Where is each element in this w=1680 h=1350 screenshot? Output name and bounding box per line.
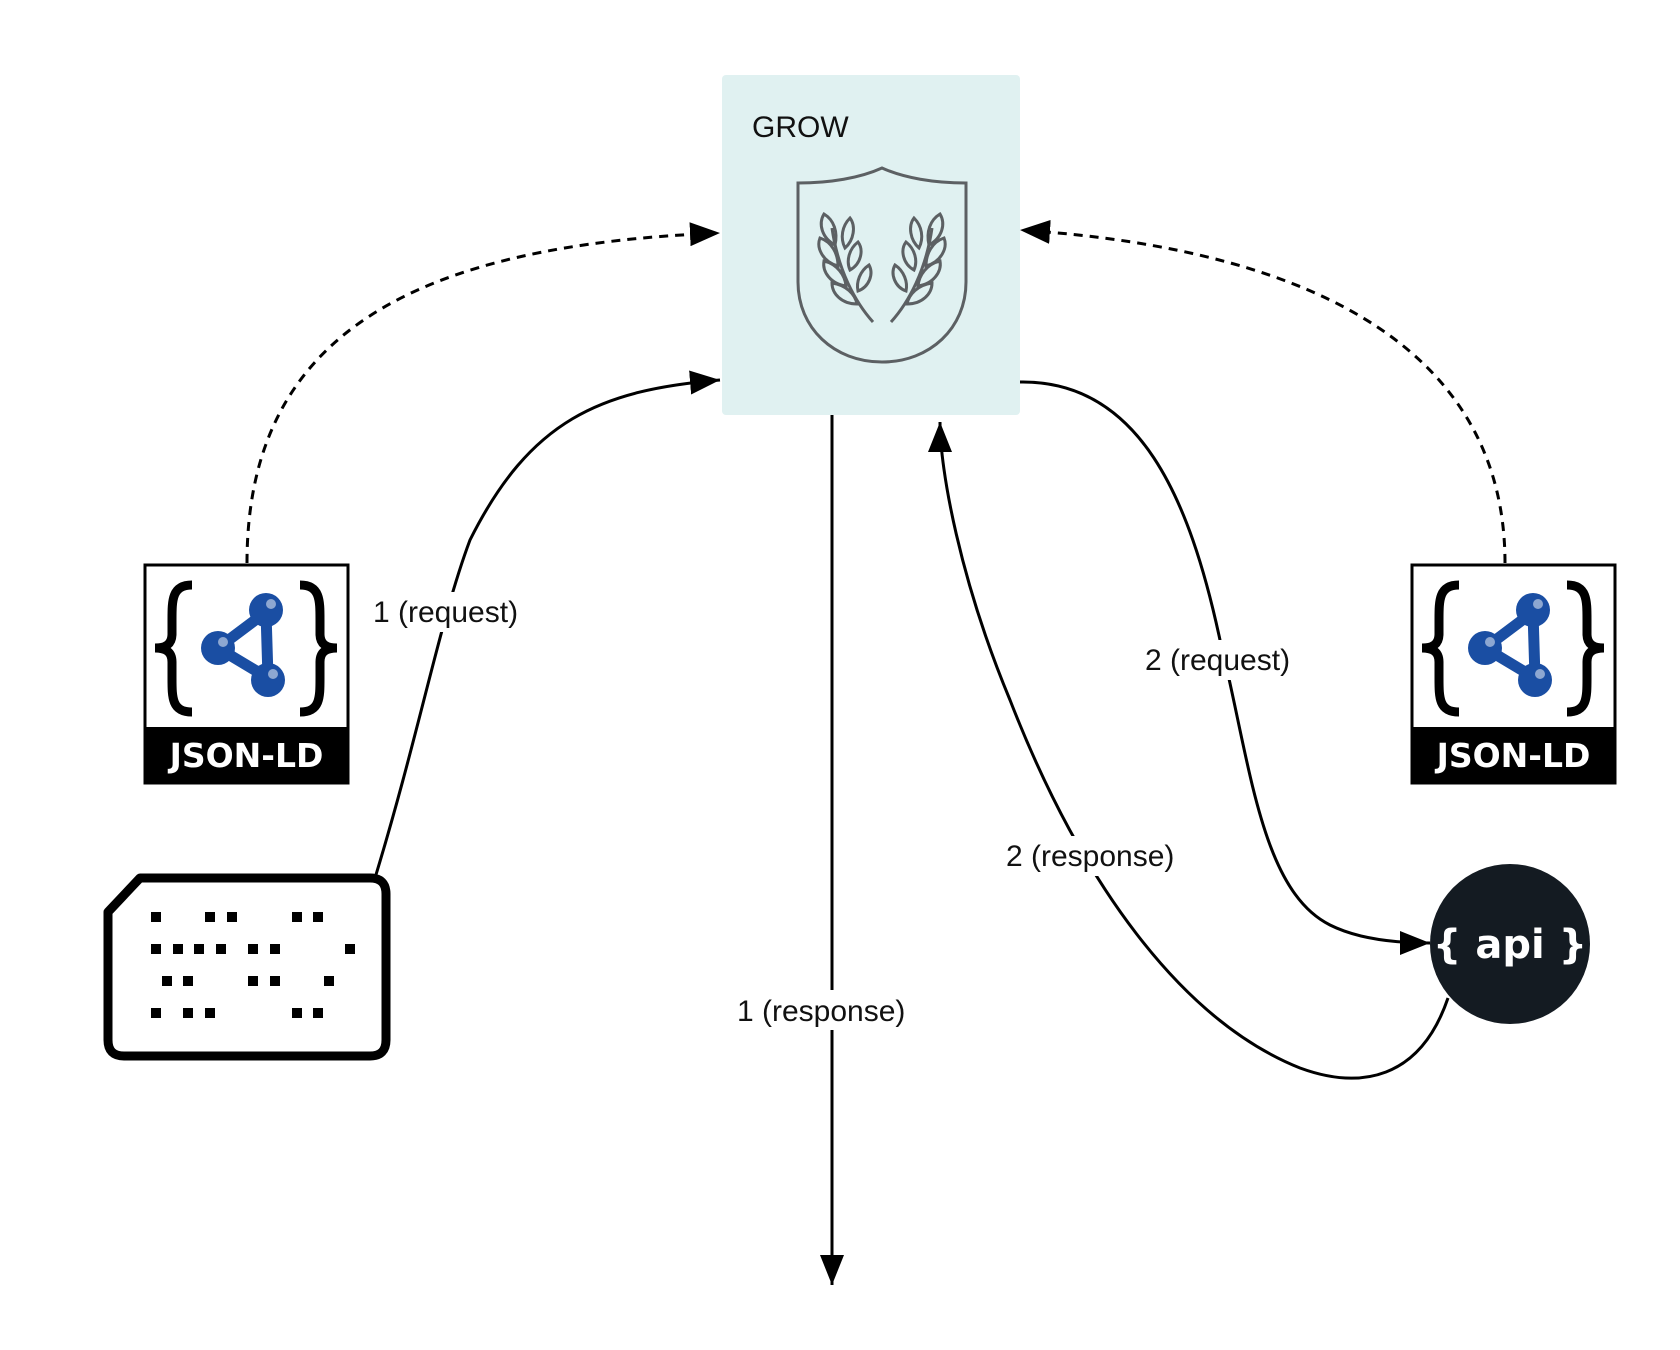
jsonld-node-left[interactable]: JSON-LD	[143, 563, 350, 785]
grow-title: GROW	[752, 111, 849, 144]
punch-card-node[interactable]	[103, 873, 391, 1061]
api-node[interactable]: { api }	[1430, 864, 1590, 1024]
edge-request-2	[1019, 380, 1431, 955]
edge-labels: 1 (request) 1 (response) 2 (request) 2 (…	[362, 592, 1313, 1030]
api-circle	[1430, 864, 1590, 1024]
edge-jsonld-left-to-grow	[245, 222, 721, 564]
jsonld-node-right[interactable]: JSON-LD	[1410, 563, 1617, 785]
api-label: { api }	[1433, 922, 1587, 968]
label-request-1: 1 (request)	[373, 596, 518, 629]
shield-wheat-icon	[796, 166, 968, 364]
edge-response-2	[928, 421, 1450, 1080]
label-response-2: 2 (response)	[1006, 840, 1174, 873]
edges	[245, 219, 1507, 1285]
jsonld-label: JSON-LD	[168, 736, 324, 775]
jsonld-label-bar	[145, 727, 348, 783]
jsonld-logo-icon	[154, 580, 338, 717]
label-response-1: 1 (response)	[737, 995, 905, 1028]
jsonld-label: JSON-LD	[1435, 736, 1591, 775]
grow-node[interactable]: GROW	[722, 75, 1020, 415]
jsonld-label-bar	[1412, 727, 1615, 783]
punch-holes	[151, 912, 355, 1018]
jsonld-logo-icon	[1421, 580, 1605, 717]
label-request-2: 2 (request)	[1145, 644, 1290, 677]
grow-box	[722, 75, 1020, 415]
punch-card-icon	[103, 873, 391, 1061]
edge-request-1	[373, 370, 721, 879]
edge-jsonld-right-to-grow	[1019, 219, 1507, 564]
